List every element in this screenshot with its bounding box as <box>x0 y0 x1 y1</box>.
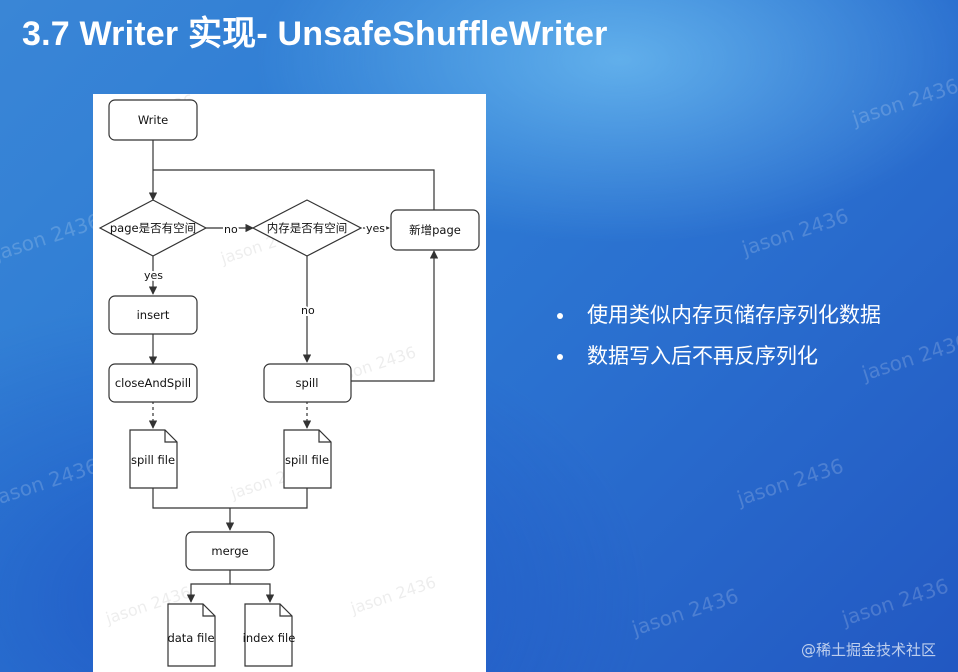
edge-label-yes: yes <box>144 269 163 282</box>
source-credit: @稀土掘金技术社区 <box>800 641 936 659</box>
node-label: 内存是否有空间 <box>267 221 348 235</box>
watermark: jason 2436 <box>0 453 102 511</box>
node-label: page是否有空间 <box>110 221 196 235</box>
node-write: Write <box>108 99 198 141</box>
flowchart-panel: jason 2436 jason 2436 jason 2436 jason 2… <box>93 94 486 672</box>
node-label: closeAndSpill <box>115 376 191 390</box>
file-index: index file <box>243 603 296 667</box>
node-new-page: 新增page <box>390 209 480 251</box>
bullet-text: 使用类似内存页储存序列化数据 <box>587 303 881 327</box>
watermark: jason 2436 <box>0 208 104 266</box>
decision-memory-space: 内存是否有空间 <box>251 199 363 257</box>
node-label: 新增page <box>409 223 461 237</box>
edge-label-no: no <box>301 304 315 317</box>
panel-watermark: jason 2436 <box>347 572 438 618</box>
node-label: data file <box>167 631 214 645</box>
edge-merge-to-index-file <box>230 583 275 603</box>
edge-spill-to-new-page <box>351 250 439 382</box>
node-close-and-spill: closeAndSpill <box>108 363 198 403</box>
edge-label-no: no <box>224 223 238 236</box>
node-label: spill file <box>285 453 329 467</box>
watermark: jason 2436 <box>738 203 852 261</box>
node-insert: insert <box>108 295 198 335</box>
bullet-item: 数据写入后不再反序列化 <box>555 341 881 371</box>
watermark: jason 2436 <box>628 583 742 641</box>
file-data: data file <box>167 603 216 667</box>
file-spill-right: spill file <box>283 429 332 489</box>
watermark: jason 2436 <box>733 453 847 511</box>
node-label: spill <box>296 376 319 390</box>
edge-label-yes: yes <box>366 222 385 235</box>
node-spill: spill <box>263 363 352 403</box>
bullet-dot-icon <box>557 313 563 319</box>
node-label: merge <box>211 544 248 558</box>
bullet-list: 使用类似内存页储存序列化数据 数据写入后不再反序列化 <box>555 300 881 382</box>
decision-page-space: page是否有空间 <box>98 199 208 257</box>
flowchart: jason 2436 jason 2436 jason 2436 jason 2… <box>98 94 480 667</box>
node-label: index file <box>243 631 296 645</box>
file-spill-left: spill file <box>129 429 178 489</box>
slide-title: 3.7 Writer 实现- UnsafeShuffleWriter <box>22 15 608 53</box>
watermark: jason 2436 <box>848 73 958 131</box>
watermark: jason 2436 <box>838 573 952 631</box>
bullet-dot-icon <box>557 354 563 360</box>
node-label: spill file <box>131 453 175 467</box>
node-label: insert <box>137 308 170 322</box>
bullet-text: 数据写入后不再反序列化 <box>587 344 818 368</box>
node-label: Write <box>138 113 168 127</box>
node-merge: merge <box>185 531 275 571</box>
bullet-item: 使用类似内存页储存序列化数据 <box>555 300 881 330</box>
edge-merge-to-data-file <box>186 570 231 603</box>
edge-new-page-loop <box>153 169 435 210</box>
